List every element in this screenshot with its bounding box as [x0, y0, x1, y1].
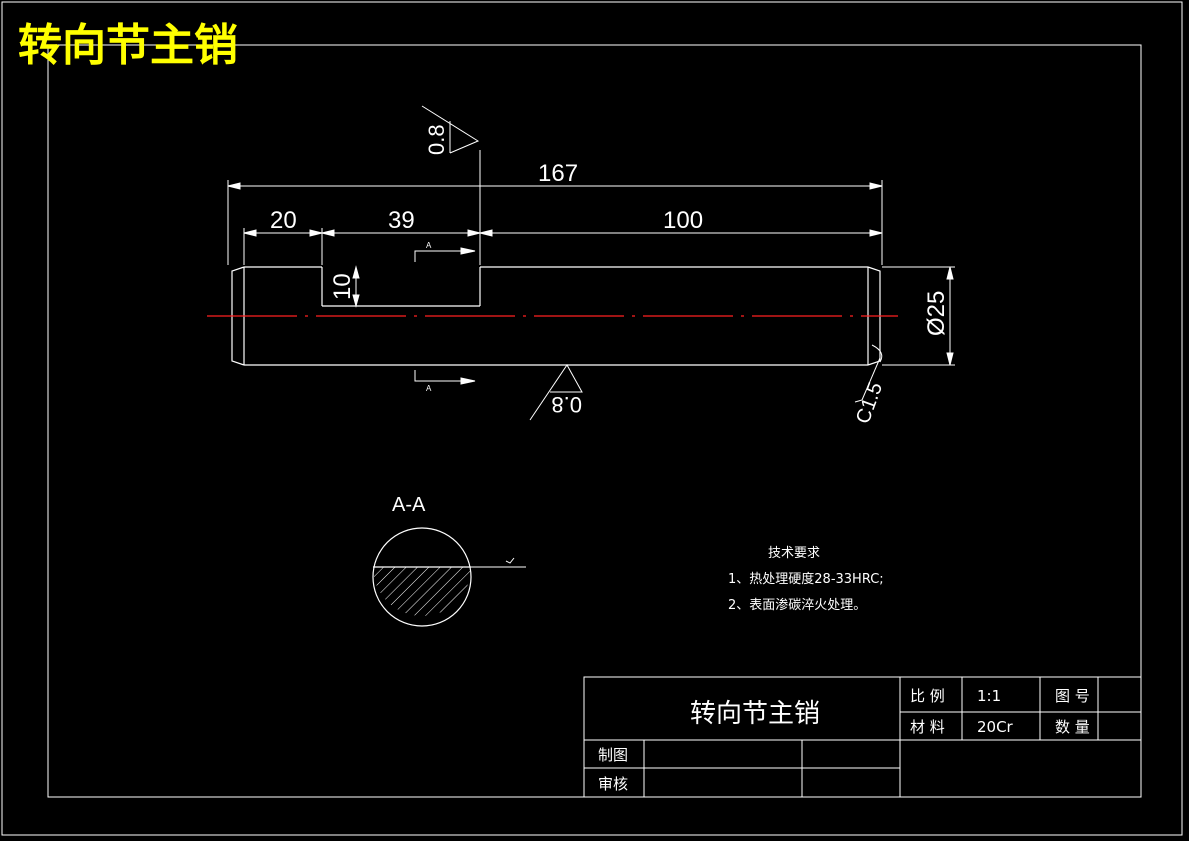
dimension-lines: [227, 182, 954, 366]
drawing-title: 转向节主销: [18, 20, 238, 71]
title-block-checked-by-label: 审核: [598, 775, 628, 793]
surface-finish-bottom-symbol: [529, 364, 583, 421]
tech-req-item-2: 2、表面渗碳淬火处理。: [728, 598, 866, 613]
section-cut-marker-bottom: [414, 370, 476, 385]
surface-finish-bottom-value: 0.8: [551, 392, 582, 417]
extension-lines: [227, 150, 955, 366]
section-label: A-A: [392, 494, 426, 516]
title-block-scale-label: 比 例: [910, 687, 945, 705]
chamfer-leader: [854, 344, 883, 403]
dim-middle-segment: 39: [388, 207, 415, 234]
tech-req-item-1: 1、热处理硬度28-33HRC;: [728, 571, 884, 587]
dim-overall-length: 167: [538, 160, 578, 187]
dim-flat-depth: 10: [329, 273, 356, 300]
title-block-material-label: 材 料: [910, 718, 945, 736]
section-cut-letter-bottom: A: [426, 384, 432, 393]
title-block-drawing-no-label: 图 号: [1055, 687, 1090, 705]
title-block: [583, 676, 1142, 798]
dim-left-segment: 20: [270, 207, 297, 234]
surface-finish-top-symbol: [421, 105, 480, 154]
title-block-drawn-by-label: 制图: [598, 746, 628, 764]
dim-right-segment: 100: [663, 207, 703, 234]
dim-diameter: Ø25: [923, 291, 950, 336]
tech-req-heading: 技术要求: [768, 546, 820, 561]
inner-border: [47, 44, 1142, 798]
section-cut-letter-top: A: [426, 241, 432, 250]
dim-chamfer: C1.5: [852, 379, 887, 426]
section-cut-marker-top: [414, 247, 476, 262]
title-block-part-name: 转向节主销: [690, 699, 820, 729]
surface-finish-top-value: 0.8: [424, 124, 449, 155]
title-block-quantity-label: 数 量: [1055, 718, 1090, 736]
section-view: [372, 527, 526, 627]
title-block-material-value: 20Cr: [977, 718, 1014, 736]
title-block-scale-value: 1:1: [977, 687, 1001, 705]
